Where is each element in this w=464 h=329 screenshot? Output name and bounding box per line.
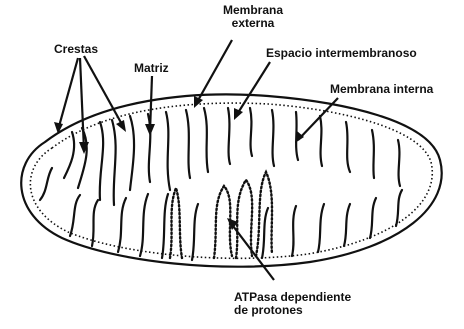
label-membrana-interna: Membrana interna (330, 83, 433, 96)
lower-cristae (40, 168, 402, 260)
label-crestas: Crestas (54, 43, 98, 56)
label-membrana-externa: Membrana externa (218, 4, 288, 30)
atpase-cristae (170, 172, 272, 258)
inner-membrane (30, 103, 432, 258)
annotation-arrows (58, 40, 338, 280)
label-atpasa: ATPasa dependiente de protones (234, 291, 351, 317)
arrow-crestas-1 (58, 58, 78, 130)
label-membrana-externa-line2: externa (218, 17, 288, 30)
arrow-matriz (150, 76, 152, 132)
label-atpasa-line2: de protones (234, 304, 351, 317)
upper-cristae (64, 108, 400, 205)
arrow-espacio-intermembranoso (236, 62, 270, 116)
label-matriz: Matriz (134, 62, 169, 75)
outer-membrane (21, 94, 441, 266)
arrow-crestas-2 (80, 58, 84, 150)
arrow-membrana-interna (298, 98, 338, 140)
label-espacio-intermembranoso: Espacio intermembranoso (266, 47, 417, 60)
